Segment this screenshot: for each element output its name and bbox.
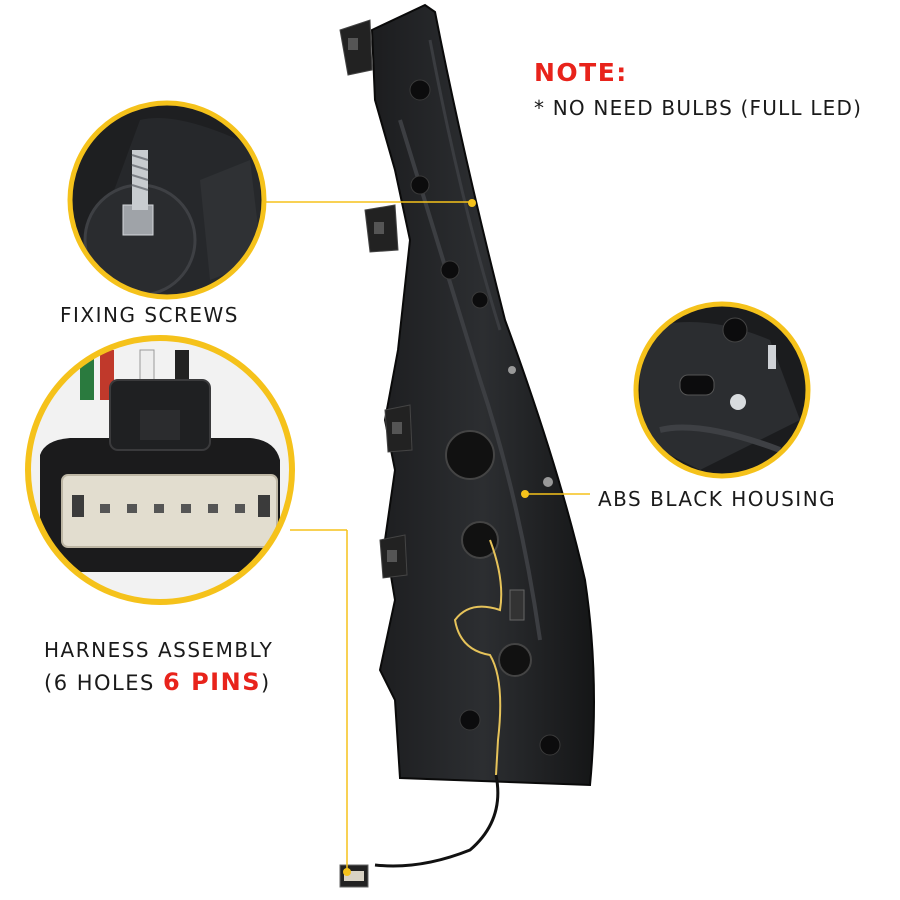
callout-dot (521, 490, 529, 498)
callout-dot (343, 868, 351, 876)
zoom-circle-fixing-screw (67, 100, 267, 300)
harness-holes-text: (6 HOLES (44, 671, 164, 695)
zoom-circle-harness-connector (25, 335, 295, 605)
fixing-screws-label: FIXING SCREWS (60, 303, 239, 327)
note-text: * NO NEED BULBS (FULL LED) (534, 96, 863, 120)
harness-pins-label: (6 HOLES 6 PINS) (44, 668, 271, 696)
harness-assembly-label: HARNESS ASSEMBLY (44, 638, 274, 662)
callout-lines (260, 201, 590, 872)
zoom-circle-abs-housing (633, 301, 811, 479)
harness-close-paren: ) (260, 671, 271, 695)
harness-pins-highlight: 6 PINS (163, 668, 261, 696)
abs-housing-label: ABS BLACK HOUSING (598, 487, 837, 511)
note-title: NOTE: (534, 58, 628, 87)
callout-dot (468, 199, 476, 207)
tail-light-housing (339, 3, 595, 888)
